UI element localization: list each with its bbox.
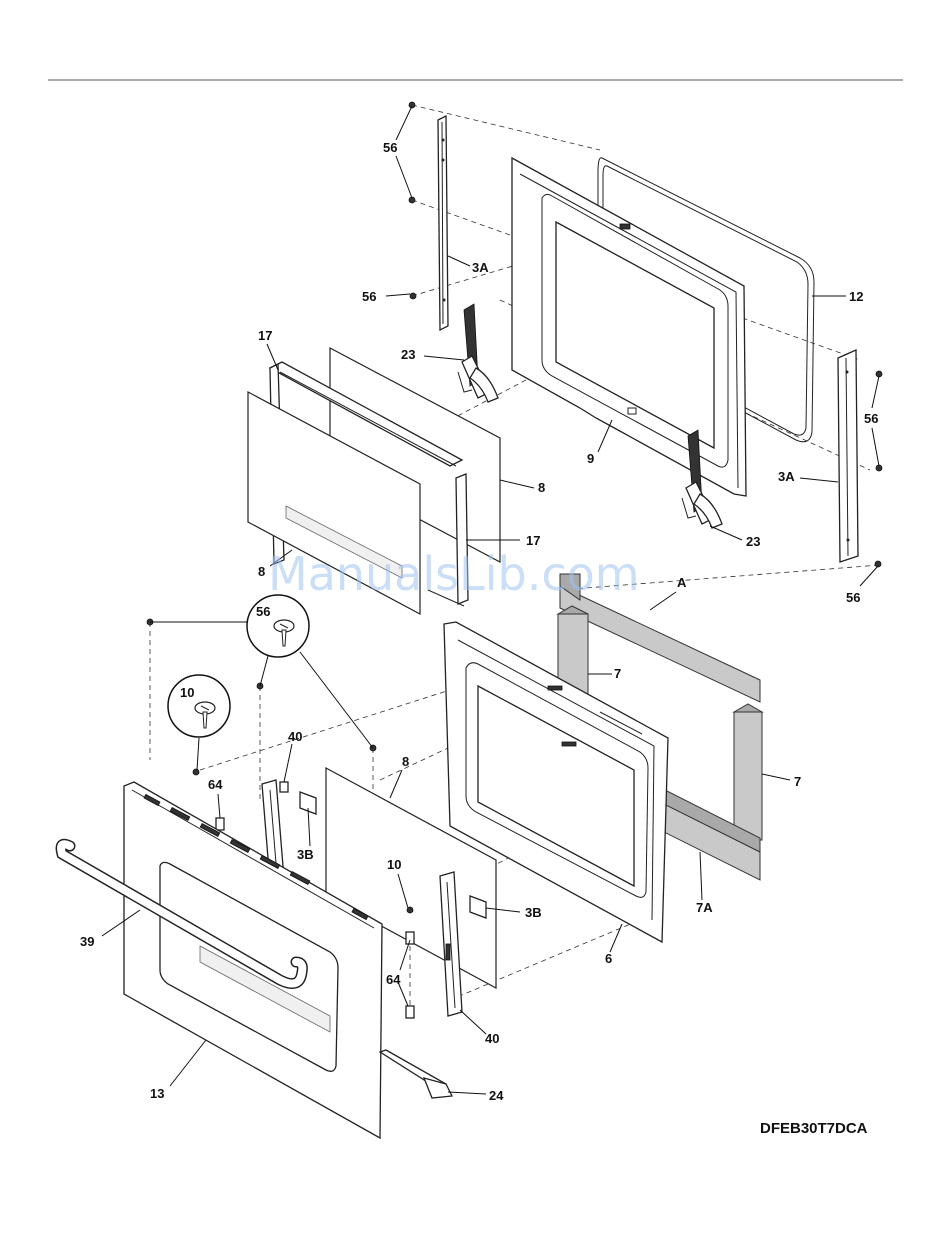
callout-10-circle: 10: [180, 685, 194, 700]
callout-40-top: 40: [288, 729, 302, 744]
callout-23-left: 23: [401, 347, 415, 362]
detail-circle-10: [168, 675, 230, 737]
callout-3b-left: 3B: [297, 847, 314, 862]
callout-64-top: 64: [208, 777, 223, 792]
callout-56-right: 56: [864, 411, 878, 426]
callout-3a-right: 3A: [778, 469, 795, 484]
callout-8-left: 8: [258, 564, 265, 579]
callout-3b-right: 3B: [525, 905, 542, 920]
callout-7-top: 7: [614, 666, 621, 681]
callout-56-bottom-right: 56: [846, 590, 860, 605]
hinge-channel-3a-right: [838, 350, 858, 562]
callout-7-right: 7: [794, 774, 801, 789]
callout-12: 12: [849, 289, 863, 304]
callout-8-mid: 8: [402, 754, 409, 769]
inner-door-9: [512, 158, 746, 496]
callout-a: A: [677, 575, 687, 590]
spacer-64-top: [216, 818, 224, 830]
callout-8-top: 8: [538, 480, 545, 495]
callout-40-bottom: 40: [485, 1031, 499, 1046]
callout-6: 6: [605, 951, 612, 966]
door-hinge-23-left: [458, 304, 498, 402]
callout-10-mid: 10: [387, 857, 401, 872]
callout-64-bottom: 64: [386, 972, 401, 987]
callout-39: 39: [80, 934, 94, 949]
callout-13: 13: [150, 1086, 164, 1101]
callout-3a-left: 3A: [472, 260, 489, 275]
callout-17-mid: 17: [526, 533, 540, 548]
callout-24: 24: [489, 1088, 504, 1103]
callout-56-circle: 56: [256, 604, 270, 619]
insulation-7-right: [734, 704, 762, 840]
callout-9: 9: [587, 451, 594, 466]
callout-23-right: 23: [746, 534, 760, 549]
callout-56-left: 56: [362, 289, 376, 304]
hinge-channel-3a-left: [438, 116, 448, 330]
model-code: DFEB30T7DCA: [760, 1120, 868, 1137]
callout-7a: 7A: [696, 900, 713, 915]
callout-56-top: 56: [383, 140, 397, 155]
callout-17-top: 17: [258, 328, 272, 343]
watermark: ManualsLib.com: [268, 547, 640, 601]
door-bracket-24: [380, 1050, 452, 1098]
